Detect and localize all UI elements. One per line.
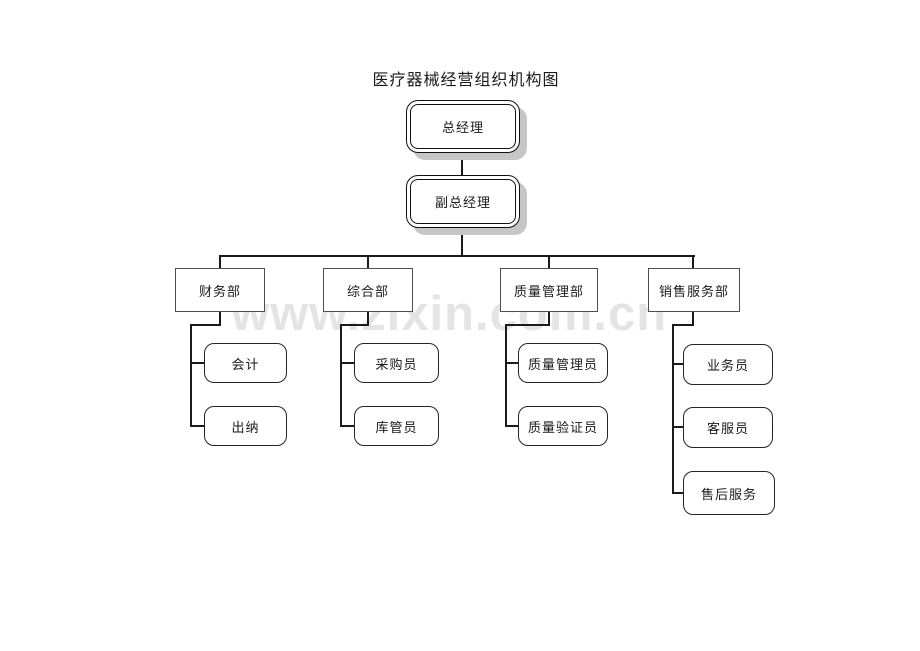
org-box-salesperson: 业务员 (683, 344, 773, 385)
connector-deputy-trunk (461, 227, 463, 256)
connector-col2-jog (340, 324, 369, 326)
org-box-warehouse-keeper: 库管员 (354, 406, 439, 446)
org-box-quality-management-dept: 质量管理部 (500, 268, 598, 312)
connector-col4-trunk (672, 324, 674, 494)
connector-root-deputy (461, 153, 463, 177)
connector-col4-drop (692, 312, 694, 326)
org-box-customer-service: 客服员 (683, 407, 773, 448)
connector-col1-stub1 (190, 362, 205, 364)
connector-col4-stub1 (672, 363, 684, 365)
org-box-deputy-general-manager-label: 副总经理 (410, 179, 516, 224)
connector-col3-jog (505, 324, 550, 326)
connector-col4-jog (672, 324, 694, 326)
org-box-finance-dept: 财务部 (175, 268, 265, 312)
org-box-accountant: 会计 (204, 343, 287, 383)
org-box-deputy-general-manager: 副总经理 (406, 175, 520, 228)
connector-col3-drop (548, 312, 550, 326)
page-title: 医疗器械经营组织机构图 (372, 72, 560, 89)
watermark-text: www.zixin.com.cn (231, 287, 668, 341)
connector-stub-dept4 (692, 255, 694, 268)
connector-col1-jog (190, 324, 221, 326)
org-box-cashier: 出纳 (204, 406, 287, 446)
connector-col3-stub2 (505, 425, 519, 427)
connector-col2-stub2 (340, 425, 355, 427)
org-box-general-manager-label: 总经理 (410, 104, 516, 149)
org-box-quality-verifier: 质量验证员 (518, 406, 608, 446)
org-box-after-sales-service: 售后服务 (683, 471, 775, 515)
connector-col1-drop (219, 312, 221, 326)
connector-main-horizontal (219, 255, 695, 257)
org-box-general-manager: 总经理 (406, 100, 520, 153)
connector-stub-dept3 (548, 255, 550, 268)
connector-col2-stub1 (340, 362, 355, 364)
org-box-sales-service-dept: 销售服务部 (648, 268, 740, 312)
org-box-purchaser: 采购员 (354, 343, 439, 383)
org-box-quality-administrator: 质量管理员 (518, 343, 608, 383)
connector-col4-stub2 (672, 426, 684, 428)
connector-stub-dept1 (219, 255, 221, 268)
connector-stub-dept2 (367, 255, 369, 268)
org-box-general-affairs-dept: 综合部 (323, 268, 413, 312)
connector-col3-stub1 (505, 362, 519, 364)
connector-col3-trunk (505, 324, 507, 427)
connector-col2-trunk (340, 324, 342, 427)
connector-col1-trunk (190, 324, 192, 427)
connector-col2-drop (367, 312, 369, 326)
connector-col1-stub2 (190, 425, 205, 427)
connector-col4-stub3 (672, 492, 684, 494)
